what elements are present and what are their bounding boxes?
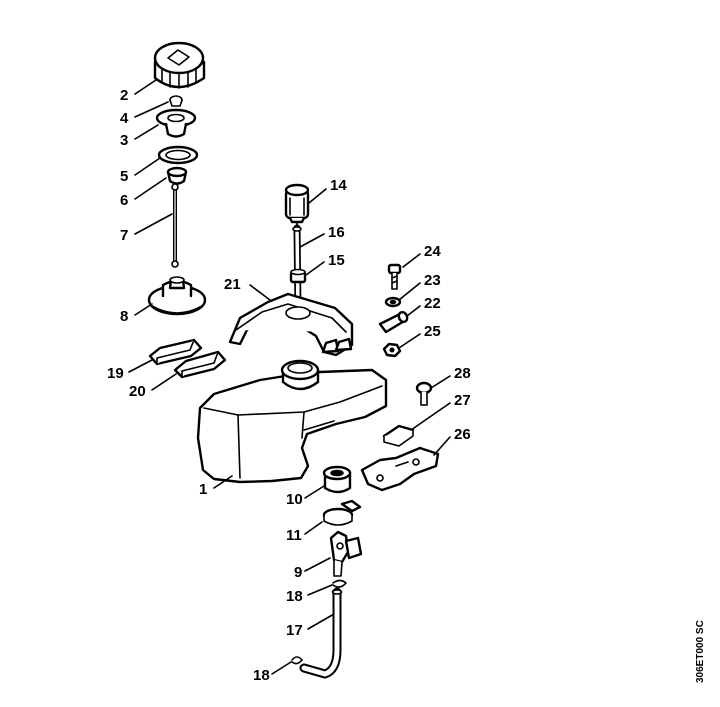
part-hose-clip-upper xyxy=(332,579,347,588)
document-id: 306ET000 SC xyxy=(695,620,706,683)
callout-5: 5 xyxy=(120,168,128,185)
part-tank-grommet xyxy=(322,465,352,494)
part-gasket-ring xyxy=(157,145,199,165)
callout-11: 11 xyxy=(286,527,302,544)
callout-17: 17 xyxy=(286,622,303,639)
part-pad-19 xyxy=(148,338,203,366)
callout-15: 15 xyxy=(328,252,345,269)
callout-7: 7 xyxy=(120,227,128,244)
part-tank-shroud xyxy=(228,292,354,357)
part-screw-28 xyxy=(415,381,433,406)
callout-1: 1 xyxy=(199,481,207,498)
part-fuel-tank xyxy=(196,359,388,484)
callout-20: 20 xyxy=(129,383,146,400)
callout-9: 9 xyxy=(294,564,302,581)
part-spacer-sleeve xyxy=(378,310,409,334)
part-hose-clamp xyxy=(322,499,362,526)
part-fuel-hose xyxy=(299,587,343,679)
callout-28: 28 xyxy=(454,365,471,382)
part-screw-24 xyxy=(387,263,402,290)
callout-24: 24 xyxy=(424,243,441,260)
callout-18-lower: 18 xyxy=(253,667,270,684)
part-fuel-valve xyxy=(329,530,363,577)
callout-10: 10 xyxy=(286,491,303,508)
part-cap-retainer xyxy=(147,276,207,316)
callout-23: 23 xyxy=(424,272,441,289)
callout-22: 22 xyxy=(424,295,441,312)
callout-18-upper: 18 xyxy=(286,588,303,605)
part-clip xyxy=(382,424,415,447)
callout-14: 14 xyxy=(330,177,347,194)
part-nut xyxy=(382,342,402,358)
callout-4: 4 xyxy=(120,110,129,127)
callout-labels: 2 4 3 5 6 7 8 19 20 1 10 11 9 18 17 18 1… xyxy=(107,87,471,684)
leader-lines xyxy=(128,79,451,675)
part-washer xyxy=(384,296,402,308)
part-retainer xyxy=(166,166,188,185)
callout-16: 16 xyxy=(328,224,345,241)
callout-27: 27 xyxy=(454,392,471,409)
callout-21: 21 xyxy=(224,276,241,293)
callout-3: 3 xyxy=(120,132,128,149)
part-filler-insert xyxy=(155,108,197,138)
callout-25: 25 xyxy=(424,323,441,340)
part-hose-clip-lower xyxy=(291,656,303,665)
part-mounting-bracket xyxy=(360,446,440,492)
callout-6: 6 xyxy=(120,192,128,209)
part-tank-cap xyxy=(153,41,206,89)
part-grommet xyxy=(289,268,307,284)
part-fuel-filter xyxy=(284,183,310,227)
callout-26: 26 xyxy=(454,426,471,443)
callout-8: 8 xyxy=(120,308,128,325)
callout-19: 19 xyxy=(107,365,124,382)
callout-2: 2 xyxy=(120,87,128,104)
part-pad-20 xyxy=(173,350,227,379)
part-retaining-strap xyxy=(171,183,179,268)
part-plug xyxy=(169,95,183,107)
